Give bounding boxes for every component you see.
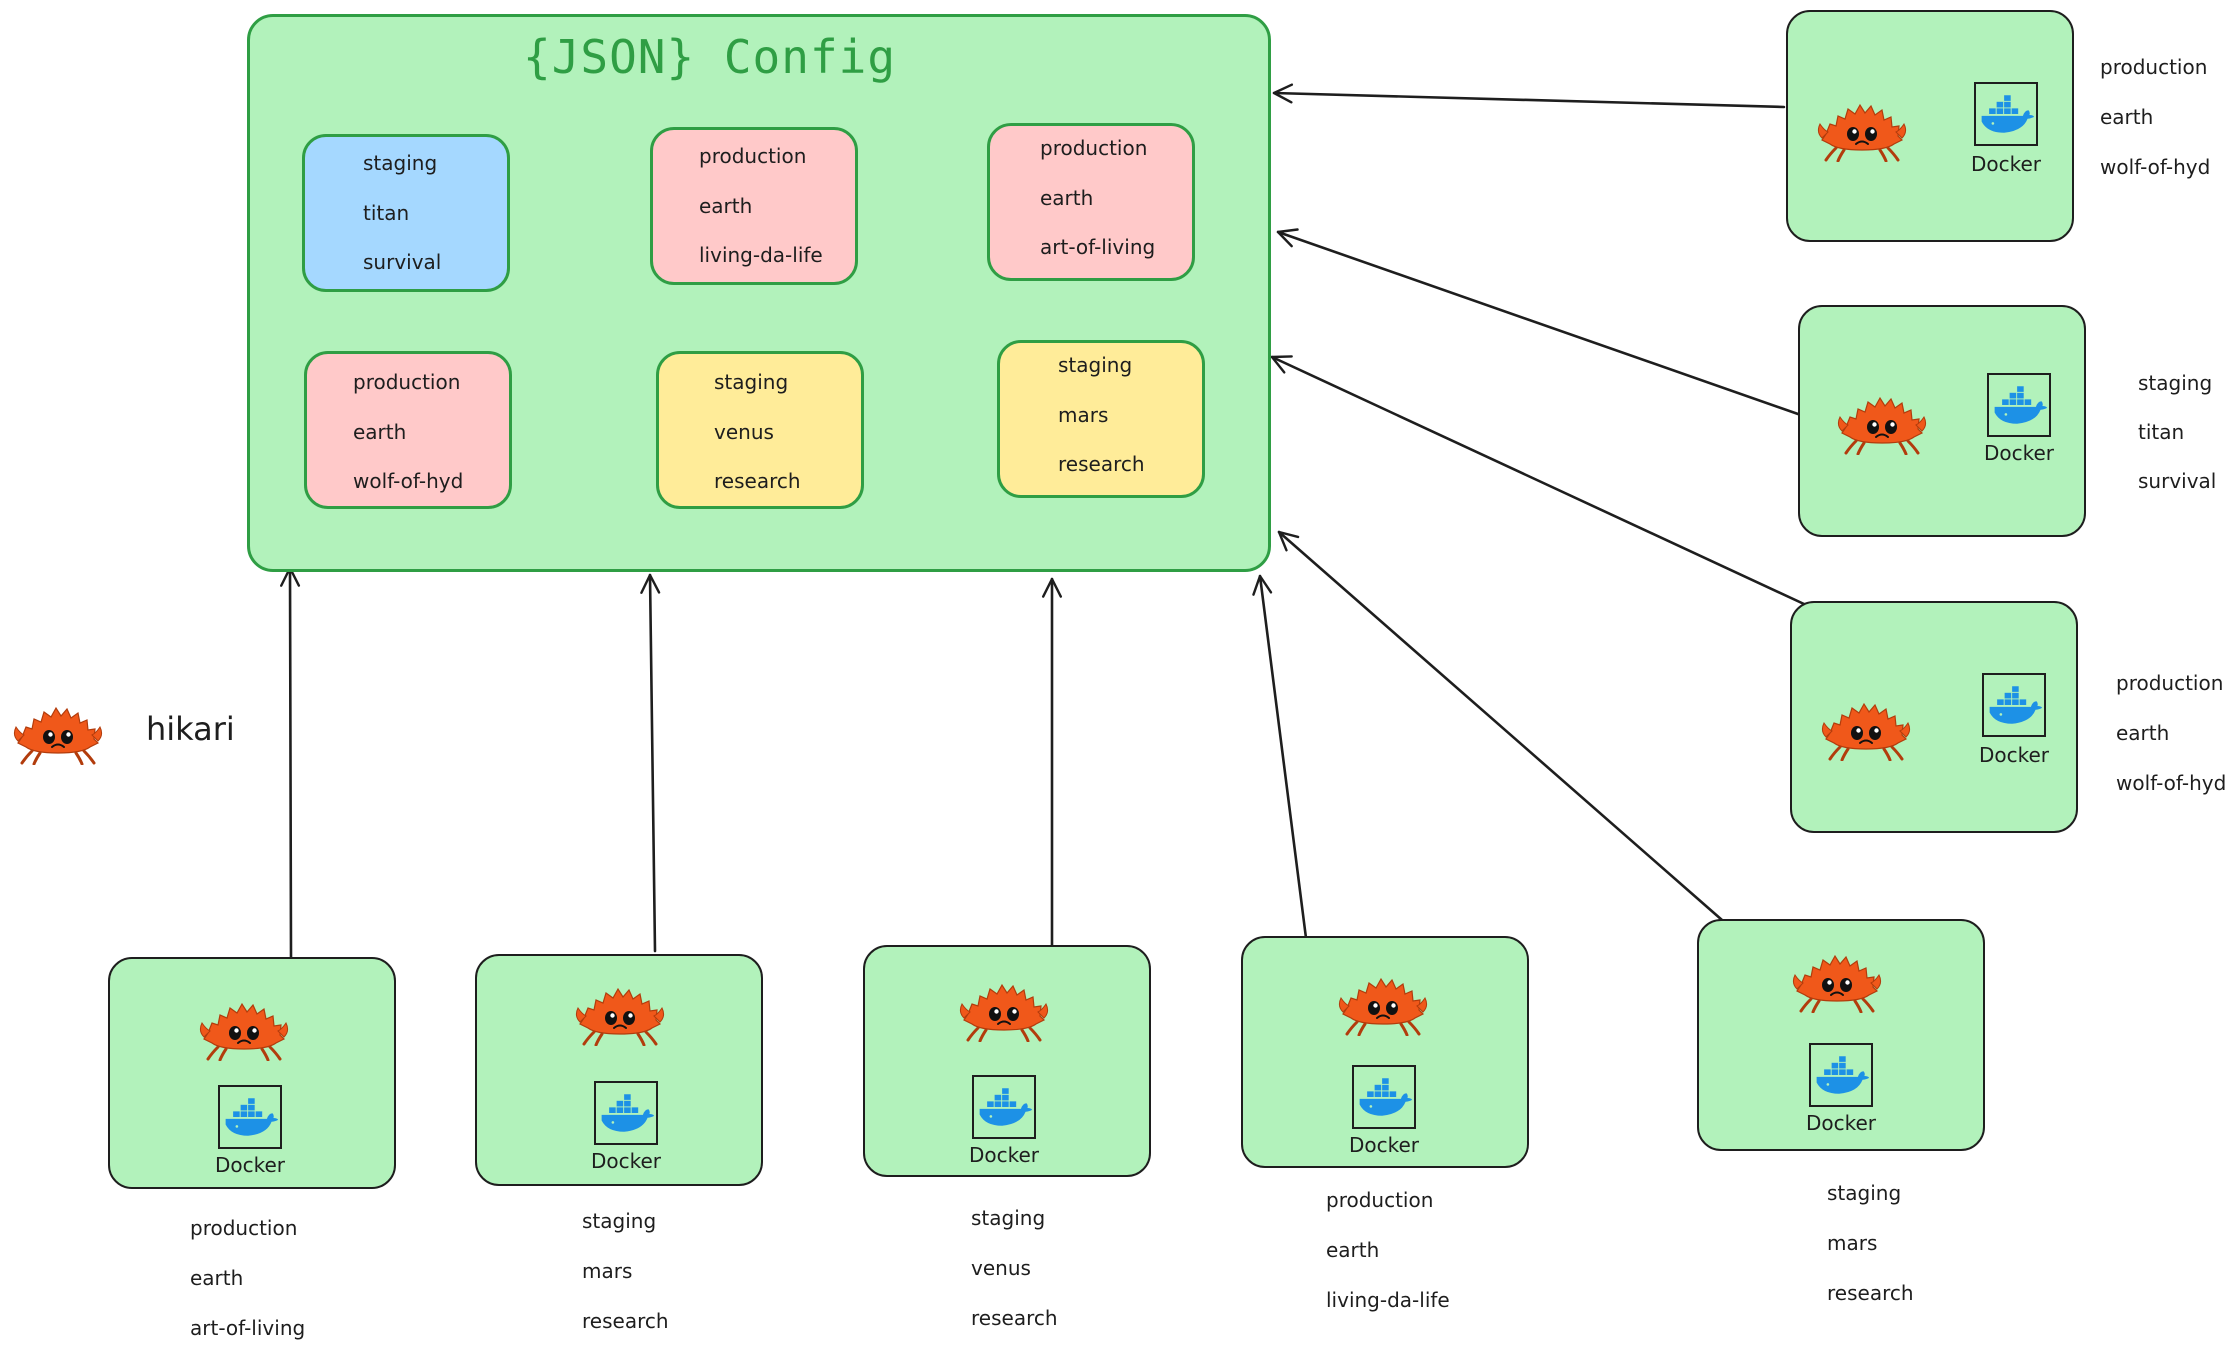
config-planet: venus (714, 420, 774, 444)
config-card-6: staging mars research (997, 340, 1205, 498)
rust-crab-icon (12, 697, 104, 765)
node-project: living-da-life (1326, 1288, 1450, 1312)
arrow-node-3 (1270, 355, 1806, 606)
service-node-1: Docker (1786, 10, 2074, 242)
node-env: staging (1827, 1181, 1902, 1205)
node-planet: titan (2138, 420, 2185, 444)
docker-icon (1987, 373, 2051, 437)
node-env: staging (971, 1206, 1046, 1230)
config-card-5: staging venus research (656, 351, 864, 509)
node-env: production (1326, 1188, 1434, 1212)
config-env: staging (363, 151, 438, 175)
config-env: production (1040, 136, 1148, 160)
docker-icon (1974, 82, 2038, 146)
node-planet: mars (582, 1259, 633, 1283)
docker-label: Docker (590, 1149, 662, 1173)
config-env: staging (1058, 353, 1133, 377)
service-node-7: Docker (475, 954, 763, 1186)
rust-crab-icon (1791, 945, 1883, 1013)
docker-label: Docker (214, 1153, 286, 1177)
config-project: survival (363, 250, 442, 274)
node-env: staging (582, 1209, 657, 1233)
config-card-3: production earth art-of-living (987, 123, 1195, 281)
docker-icon (1352, 1065, 1416, 1129)
config-project: living-da-life (699, 243, 823, 267)
docker-label: Docker (1970, 152, 2042, 176)
arrow-node-1 (1272, 83, 1786, 109)
service-node-8: Docker (108, 957, 396, 1189)
config-env: production (699, 144, 807, 168)
rust-crab-icon (1836, 387, 1928, 455)
arrow-node-5 (1252, 574, 1308, 940)
arrow-node-8 (280, 566, 301, 959)
docker-label: Docker (968, 1143, 1040, 1167)
config-env: production (353, 370, 461, 394)
docker-label: Docker (1805, 1111, 1877, 1135)
config-planet: earth (699, 194, 753, 218)
node-env: production (2100, 55, 2208, 79)
config-card-2: production earth living-da-life (650, 127, 858, 285)
node-env: production (2116, 671, 2224, 695)
docker-label: Docker (1978, 743, 2050, 767)
node-project: research (1827, 1281, 1914, 1305)
config-planet: earth (1040, 186, 1094, 210)
docker-icon (1982, 673, 2046, 737)
config-card-4: production earth wolf-of-hyd (304, 351, 512, 509)
config-planet: titan (363, 201, 410, 225)
config-card-1: staging titan survival (302, 134, 510, 292)
node-planet: earth (190, 1266, 244, 1290)
docker-icon (972, 1075, 1036, 1139)
node-env: production (190, 1216, 298, 1240)
service-node-4: Docker (1697, 919, 1985, 1151)
config-env: staging (714, 370, 789, 394)
config-project: research (1058, 452, 1145, 476)
rust-crab-icon (574, 978, 666, 1046)
rust-crab-icon (1820, 693, 1912, 761)
service-node-3: Docker (1790, 601, 2078, 833)
node-project: research (971, 1306, 1058, 1330)
docker-label: Docker (1348, 1133, 1420, 1157)
config-planet: earth (353, 420, 407, 444)
node-project: wolf-of-hyd (2100, 155, 2211, 179)
config-planet: mars (1058, 403, 1109, 427)
node-planet: earth (2116, 721, 2170, 745)
node-project: art-of-living (190, 1316, 306, 1340)
config-project: research (714, 469, 801, 493)
node-project: survival (2138, 469, 2217, 493)
config-project: art-of-living (1040, 235, 1156, 259)
rust-crab-icon (1337, 968, 1429, 1036)
node-planet: earth (1326, 1238, 1380, 1262)
arrow-node-4 (1277, 530, 1724, 922)
config-title: {JSON} Config (523, 30, 897, 84)
node-project: research (582, 1309, 669, 1333)
service-node-2: Docker (1798, 305, 2086, 537)
node-planet: earth (2100, 105, 2154, 129)
node-project: wolf-of-hyd (2116, 771, 2227, 795)
rust-crab-icon (1816, 94, 1908, 162)
docker-icon (218, 1085, 282, 1149)
service-node-5: Docker (1241, 936, 1529, 1168)
arrow-node-2 (1276, 228, 1800, 416)
node-env: staging (2138, 371, 2213, 395)
node-planet: venus (971, 1256, 1031, 1280)
arrow-node-7 (640, 573, 661, 953)
docker-icon (1809, 1043, 1873, 1107)
rust-crab-icon (198, 993, 290, 1061)
node-planet: mars (1827, 1231, 1878, 1255)
rust-crab-icon (958, 974, 1050, 1042)
config-project: wolf-of-hyd (353, 469, 464, 493)
docker-icon (594, 1081, 658, 1145)
docker-label: Docker (1983, 441, 2055, 465)
service-node-6: Docker (863, 945, 1151, 1177)
hikari-label: hikari (146, 710, 235, 748)
